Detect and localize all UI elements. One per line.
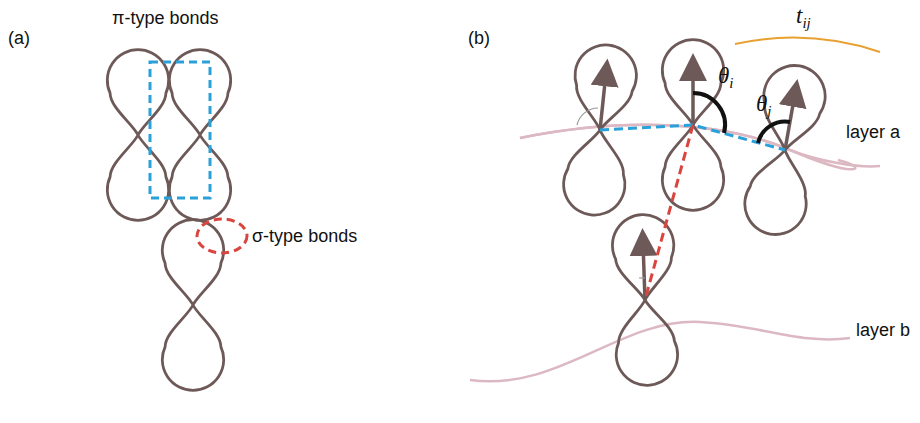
panel-label: (b) <box>468 28 490 50</box>
sigma-bond-circle <box>197 219 247 253</box>
orbital <box>107 50 230 391</box>
layer-label: layer a <box>846 122 900 144</box>
sigma-bond-line <box>645 125 693 300</box>
panel-label: (a) <box>8 28 30 50</box>
angle-label: θi <box>718 62 733 92</box>
angle-arc <box>639 277 645 278</box>
orbital <box>561 40 830 387</box>
layer-label: layer b <box>856 320 910 342</box>
angle-label: θj <box>756 90 771 120</box>
angle-arc <box>758 122 790 143</box>
bond-label: σ-type bonds <box>252 226 357 248</box>
layer-curve <box>470 322 850 381</box>
bond-label: π-type bonds <box>112 8 218 30</box>
angle-arc <box>693 93 725 133</box>
pi-bond-box <box>150 62 210 198</box>
layer-curve <box>520 125 880 166</box>
angle-arc <box>577 108 598 125</box>
hopping-label: tij <box>796 2 811 32</box>
hopping-arc <box>735 38 880 52</box>
